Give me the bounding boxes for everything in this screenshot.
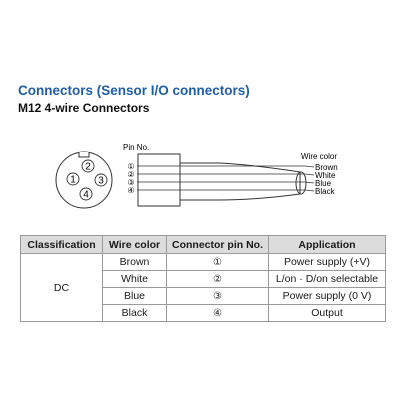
wire-labels: Brown White Blue Black: [315, 163, 338, 196]
wire-label-black: Black: [315, 187, 336, 196]
wire-lead-4: [304, 189, 315, 192]
pin-4-label: 4: [83, 190, 89, 201]
wire-label-blue: Blue: [315, 179, 332, 188]
pin-marks: ① ② ③ ④: [127, 162, 134, 195]
wire-color-cell: Brown: [102, 253, 167, 271]
pin-cell: ④: [166, 304, 269, 322]
table-header-row: Classification Wire color Connector pin …: [20, 235, 386, 254]
wire-label-white: White: [315, 171, 336, 180]
wire-color-cell: Blue: [102, 287, 167, 305]
section-title: Connectors (Sensor I/O connectors): [18, 83, 250, 98]
application-cell: Output: [268, 304, 386, 322]
wire-label-brown: Brown: [315, 163, 338, 172]
pin-2-label: 2: [85, 162, 91, 173]
section-subtitle: M12 4-wire Connectors: [18, 101, 150, 115]
table-row: DC Brown ① Power supply (+V): [20, 253, 386, 322]
application-cell: Power supply (+V): [268, 253, 386, 271]
wire-color-cell: Black: [102, 304, 167, 322]
pin-mark-1: ①: [127, 162, 134, 171]
pin-3-label: 3: [98, 176, 104, 187]
wire-lead-2: [304, 173, 315, 176]
application-cell: L/on · D/on selectable: [268, 270, 386, 288]
pin-mark-3: ③: [127, 178, 134, 187]
connector-pins: 1 2 3 4: [66, 159, 108, 201]
wire-lead-3: [304, 181, 315, 184]
pin-2-circle: [81, 159, 95, 173]
wire-color-cell: White: [102, 270, 167, 288]
pin-3-circle: [94, 173, 108, 187]
pin-1-circle: [66, 172, 80, 186]
header-classification: Classification: [20, 235, 103, 254]
pin-no-label: Pin No.: [123, 143, 149, 152]
header-pin-no: Connector pin No.: [166, 235, 269, 254]
cable-end: [295, 171, 307, 195]
application-cell: Power supply (0 V): [268, 287, 386, 305]
pin-cell: ③: [166, 287, 269, 305]
classification-cell: DC: [20, 253, 103, 322]
pin-4-circle: [79, 187, 93, 201]
pin-mark-4: ④: [127, 186, 134, 195]
header-application: Application: [268, 235, 386, 254]
header-wire-color: Wire color: [102, 235, 167, 254]
pin-mark-2: ②: [127, 170, 134, 179]
pin-cell: ①: [166, 253, 269, 271]
table-row: Black ④ Output: [21, 304, 386, 322]
pin-1-label: 1: [70, 175, 76, 186]
connector-body: [137, 153, 181, 207]
wiring-table: Classification Wire color Connector pin …: [20, 235, 386, 322]
wire-lead-1: [304, 165, 315, 168]
connector-key-notch: [78, 152, 90, 158]
cable-sheath: [180, 162, 301, 201]
wire-color-label: Wire color: [301, 152, 337, 161]
pin-cell: ②: [166, 270, 269, 288]
connector-diagram: 1 2 3 4 Pin No. ① ② ③ ④ Wire color Brown…: [55, 143, 338, 209]
wires: [137, 165, 315, 192]
